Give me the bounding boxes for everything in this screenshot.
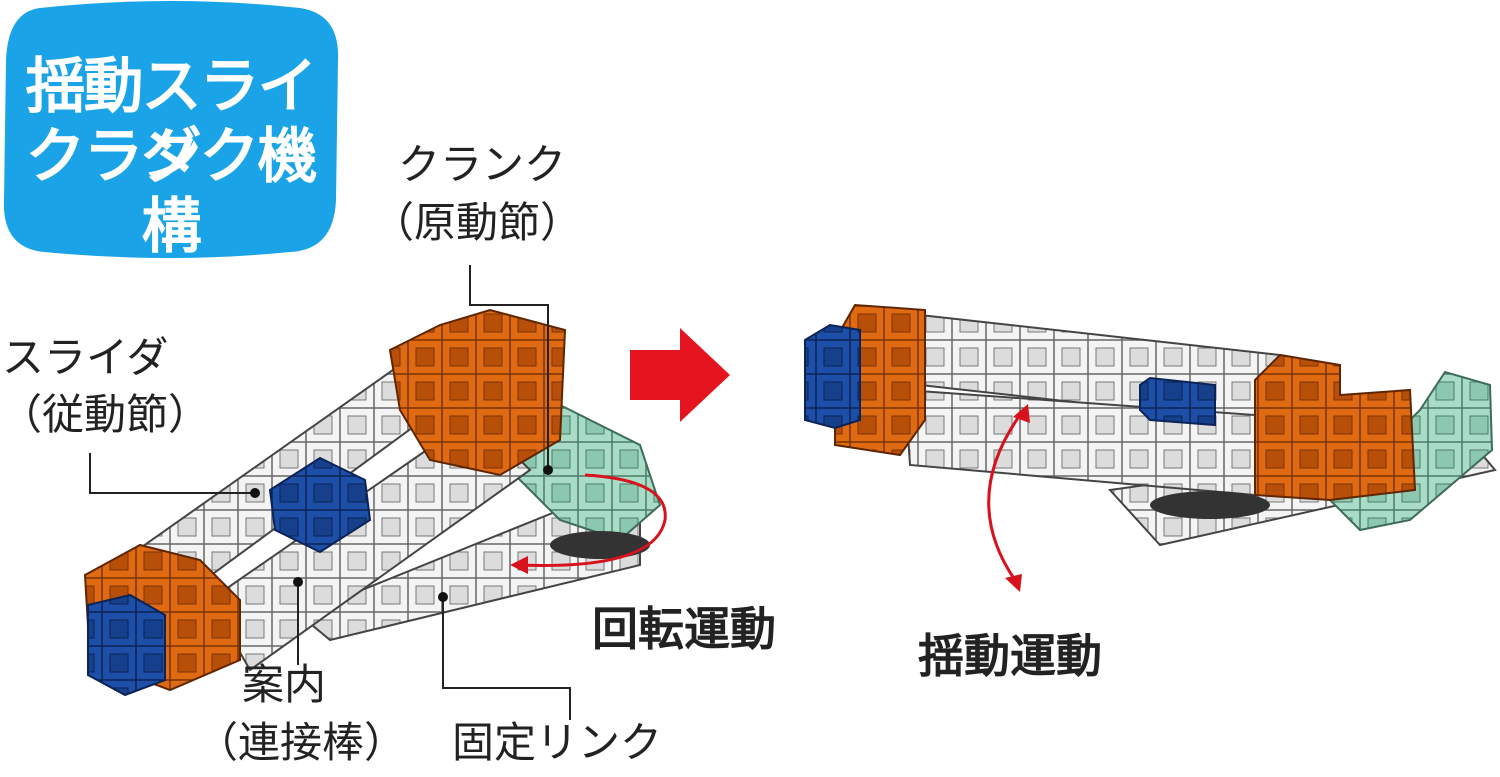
fixed-link-label: 固定リンク xyxy=(452,718,663,767)
title-line-2: クランク機構 xyxy=(25,122,318,262)
slider-name-label: スライダ xyxy=(2,333,169,382)
leader-fixed xyxy=(442,597,571,720)
left-model xyxy=(83,308,667,697)
swing-label: 揺動運動 xyxy=(918,629,1102,683)
swing-arrow xyxy=(987,404,1030,592)
crank-role-label: （原動節） xyxy=(372,198,583,247)
guide-role-label: （連接棒） xyxy=(196,718,407,767)
right-slider-blue xyxy=(1139,376,1216,427)
title-badge: 揺動スライダ クランク機構 xyxy=(0,0,340,262)
orange-cluster-top xyxy=(388,308,567,477)
right-orange-right xyxy=(1254,353,1417,502)
title-line-1: 揺動スライダ xyxy=(25,52,318,192)
guide-name-label: 案内 xyxy=(242,660,327,709)
slider-block-blue xyxy=(268,456,372,554)
transition-arrow xyxy=(630,328,730,422)
title-badge-shape xyxy=(3,1,339,258)
rotation-arrow xyxy=(510,473,667,574)
leader-slider xyxy=(89,453,255,494)
right-model xyxy=(804,303,1497,592)
leader-crank xyxy=(469,265,549,470)
slider-role-label: （従動節） xyxy=(0,390,211,439)
leader-lines xyxy=(89,265,571,720)
end-block-blue xyxy=(87,593,166,697)
right-blue-left xyxy=(804,323,861,430)
rotation-label: 回転運動 xyxy=(592,602,776,656)
crank-name-label: クランク xyxy=(398,140,567,189)
